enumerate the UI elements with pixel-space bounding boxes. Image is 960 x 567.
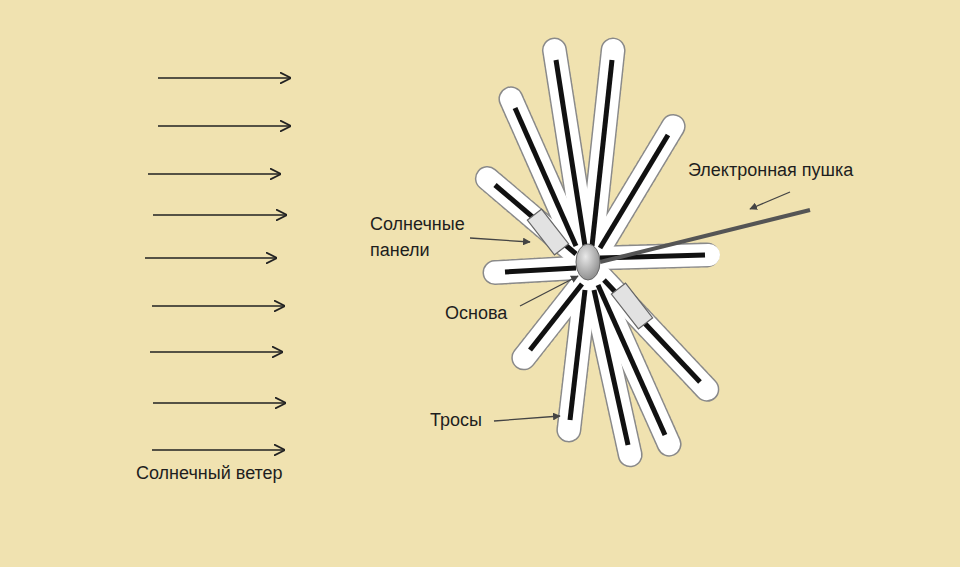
leader-line bbox=[470, 238, 530, 242]
wind-arrow bbox=[148, 173, 280, 175]
tether bbox=[604, 280, 700, 382]
leader-line bbox=[750, 192, 790, 209]
tether-halo-outline bbox=[487, 50, 709, 455]
electron-gun-label: Электронная пушка bbox=[688, 157, 853, 183]
wind-arrow bbox=[152, 305, 284, 307]
tether-halo bbox=[569, 286, 586, 430]
tether-halo bbox=[596, 281, 669, 444]
wind-arrow bbox=[158, 77, 290, 79]
tethers-label: Тросы bbox=[430, 407, 482, 433]
wind-arrow bbox=[150, 351, 282, 353]
tether bbox=[600, 135, 668, 248]
leader-line bbox=[494, 416, 560, 421]
tether bbox=[505, 268, 576, 272]
tether bbox=[495, 185, 576, 254]
wind-arrow bbox=[153, 402, 285, 404]
tether-halo bbox=[495, 268, 580, 273]
tether-halo bbox=[590, 255, 709, 258]
electron-gun bbox=[600, 210, 810, 262]
solar-wind-label: Солнечный ветер bbox=[136, 460, 283, 486]
tether-halo-outline bbox=[590, 255, 709, 258]
tether-halo bbox=[598, 126, 673, 251]
wind-arrow bbox=[158, 125, 290, 127]
wind-arrow bbox=[152, 449, 284, 451]
solar-panels-label: Солнечные панели bbox=[370, 211, 488, 263]
wind-arrow bbox=[153, 214, 286, 216]
solar-panel bbox=[611, 283, 652, 329]
tether bbox=[570, 290, 585, 420]
solar-panel bbox=[527, 209, 568, 255]
tether-halo bbox=[554, 50, 585, 250]
wind-arrow bbox=[145, 257, 276, 259]
tether-halo bbox=[487, 50, 709, 455]
tethers bbox=[495, 60, 705, 445]
tether-halo-outline bbox=[495, 268, 580, 273]
tether bbox=[556, 60, 585, 246]
leader-line bbox=[520, 276, 578, 306]
base-label: Основа bbox=[445, 300, 507, 326]
tether bbox=[530, 284, 582, 350]
solar-wind-arrows bbox=[145, 78, 290, 450]
tether bbox=[592, 60, 612, 246]
base-body bbox=[576, 244, 600, 280]
